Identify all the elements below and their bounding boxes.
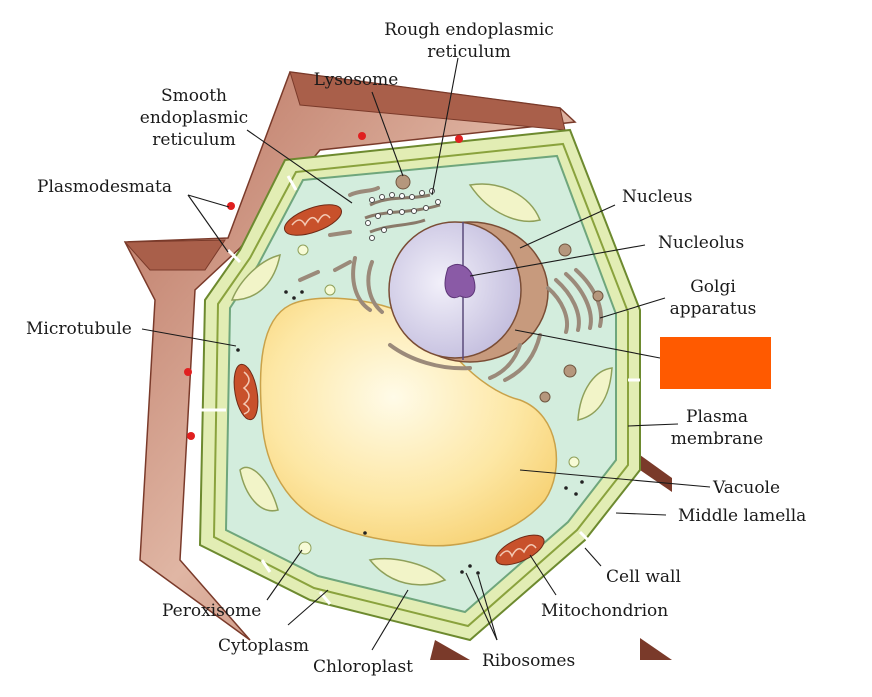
peroxisomes — [297, 244, 580, 555]
label-plasmodesmata: Plasmodesmata — [37, 177, 172, 197]
label-cytoplasm: Cytoplasm — [218, 636, 309, 656]
nucleus — [388, 221, 549, 363]
label-smooth-er-line3: reticulum — [152, 130, 235, 150]
hidden-label-box — [660, 337, 771, 389]
label-mitochondrion: Mitochondrion — [541, 601, 668, 621]
label-smooth-er-line1: Smooth — [161, 86, 227, 106]
label-vacuole: Vacuole — [712, 478, 780, 498]
free-ribosomes — [236, 290, 584, 575]
label-lysosome: Lysosome — [314, 70, 399, 90]
label-nucleolus: Nucleolus — [658, 233, 744, 253]
smooth-er — [298, 186, 542, 382]
label-golgi-line1: Golgi — [690, 277, 736, 297]
lysosome — [395, 174, 411, 190]
label-smooth-er-line2: endoplasmic — [140, 108, 248, 128]
label-ribosomes: Ribosomes — [482, 651, 575, 671]
chloroplasts — [230, 183, 613, 586]
label-golgi-line2: apparatus — [670, 299, 757, 319]
ribosomes-on-er — [365, 188, 441, 241]
plasmodesmata-dots — [184, 132, 463, 440]
label-rough-er-line2: reticulum — [427, 42, 510, 62]
label-nucleus: Nucleus — [622, 187, 693, 207]
label-plasma-membrane-line2: membrane — [671, 429, 763, 449]
nucleolus — [444, 264, 476, 299]
leader-lines — [141, 57, 711, 651]
label-peroxisome: Peroxisome — [162, 601, 261, 621]
label-microtubule: Microtubule — [26, 319, 132, 339]
label-middle-lamella: Middle lamella — [678, 506, 806, 526]
vesicles — [395, 174, 604, 403]
label-plasma-membrane-line1: Plasma — [686, 407, 748, 427]
mitochondria — [233, 204, 545, 566]
label-rough-er-line1: Rough endoplasmic — [384, 20, 554, 40]
label-chloroplast: Chloroplast — [313, 657, 413, 677]
labels: Rough endoplasmic reticulum Lysosome Smo… — [26, 20, 806, 677]
label-cell-wall: Cell wall — [606, 567, 681, 587]
plasmodesmata-channels — [200, 175, 640, 605]
